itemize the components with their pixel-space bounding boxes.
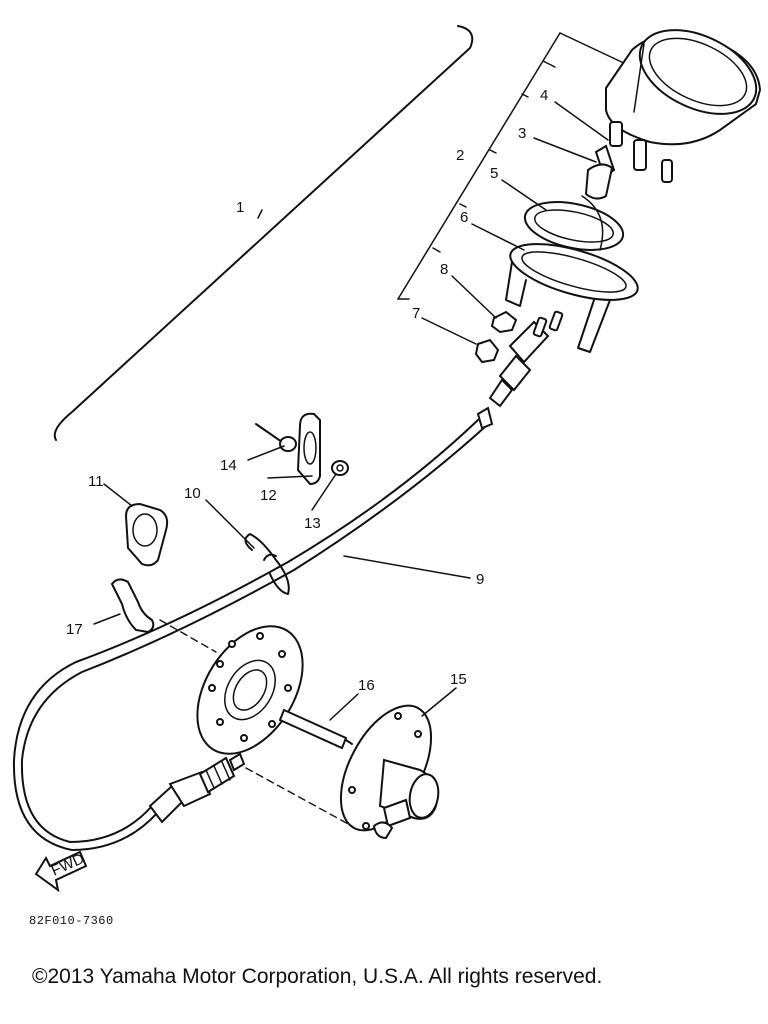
- cable-guide: [296, 412, 321, 486]
- callout-16: 16: [358, 677, 375, 694]
- callout-8: 8: [440, 261, 448, 278]
- cable-connector: [488, 310, 564, 408]
- forward-arrow-icon: FWD: [34, 850, 88, 893]
- callout-12: 12: [260, 487, 277, 504]
- meter-cable: [12, 406, 494, 851]
- guide-washer: [331, 460, 349, 476]
- washer: [474, 338, 500, 364]
- diagram-code: 82F010-7360: [29, 914, 114, 928]
- assembly-guides: [159, 619, 353, 827]
- callout-5: 5: [490, 165, 498, 182]
- drive-shaft: [278, 708, 353, 750]
- callout-13: 13: [304, 515, 321, 532]
- callout-17: 17: [66, 621, 83, 638]
- copyright-notice: ©2013 Yamaha Motor Corporation, U.S.A. A…: [32, 965, 603, 988]
- callout-15: 15: [450, 671, 467, 688]
- callout-7: 7: [412, 305, 420, 322]
- exploded-parts-diagram: FWD 1 2 3 4 5 6 7 8 9 10 11 12 13 14 15 …: [12, 25, 762, 893]
- nut: [490, 310, 518, 334]
- callout-2: 2: [456, 147, 464, 164]
- callout-14: 14: [220, 457, 237, 474]
- callout-9: 9: [476, 571, 484, 588]
- callout-4: 4: [540, 87, 548, 104]
- callout-6: 6: [460, 209, 468, 226]
- meter-damper: [505, 243, 639, 353]
- meter-gear-unit: [339, 704, 440, 840]
- callout-11: 11: [88, 473, 104, 490]
- cable-clamp: [244, 533, 290, 595]
- callout-3: 3: [518, 125, 526, 142]
- drive-gear-plate: [196, 625, 304, 755]
- cable-grommet: [110, 578, 155, 634]
- screw: [255, 423, 297, 452]
- leader-lines: [93, 101, 609, 721]
- callout-1: 1: [236, 199, 244, 216]
- bulb-socket: [584, 144, 616, 200]
- callout-10: 10: [184, 485, 201, 502]
- speedometer-gauge: [605, 29, 762, 183]
- grommet: [523, 195, 625, 251]
- assembly-2-bracket: [397, 32, 629, 300]
- assembly-1-bracket: [53, 25, 474, 441]
- cable-end-fitting: [148, 752, 246, 824]
- cable-holder: [124, 502, 169, 567]
